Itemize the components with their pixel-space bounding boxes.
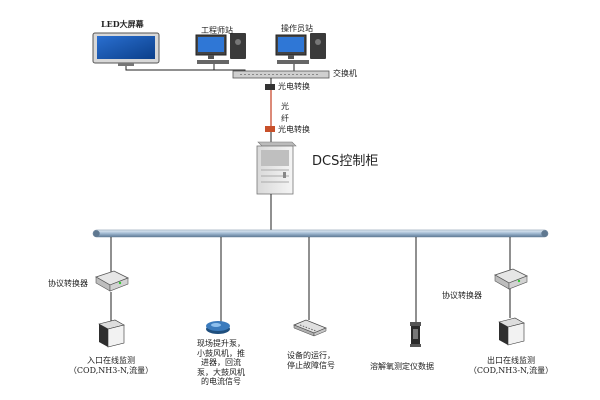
outlet-monitor-label: 出口在线监测 （COD,NH3-N,流量） (468, 356, 554, 375)
fiber-label: 光 纤 (281, 102, 289, 123)
do-analyzer-icon (410, 322, 421, 347)
outlet-monitor-icon (498, 317, 525, 346)
led-screen-label: LED大屏幕 (101, 19, 144, 29)
protocol-converter-left-icon (95, 270, 129, 292)
protocol-converter-left-label: 协议转换器 (48, 279, 88, 288)
operator-station-label: 操作员站 (281, 24, 313, 33)
inlet-monitor-icon (98, 319, 125, 348)
engineer-station-icon (195, 33, 246, 64)
bus-drops (110, 237, 511, 322)
protocol-converter-right-label: 协议转换器 (442, 291, 482, 300)
equipment-status-label: 设备的运行， 停止故障信号 (287, 351, 335, 370)
switch-label: 交换机 (333, 69, 357, 78)
dcs-cabinet-icon (256, 141, 297, 195)
do-analyzer-label: 溶解氧测定仪数据 (370, 362, 434, 371)
field-equipment-label: 现场提升泵， 小鼓风机，推 进器，回流 泵，大鼓风机 的电流信号 (197, 339, 245, 387)
led-screen-icon (92, 32, 160, 66)
field-bus (92, 229, 549, 238)
operator-station-icon (275, 33, 326, 64)
inlet-monitor-label: 入口在线监测 （COD,NH3-N,流量） (68, 356, 154, 375)
protocol-converter-right-icon (494, 268, 528, 290)
engineer-station-label: 工程师站 (201, 26, 233, 35)
fiber-link (265, 78, 275, 142)
optical-converter-top-label: 光电转换 (278, 82, 310, 91)
switch-icon (232, 70, 330, 79)
field-equipment-icon (206, 321, 230, 334)
dcs-cabinet-label: DCS控制柜 (312, 154, 379, 169)
optical-converter-bottom-label: 光电转换 (278, 125, 310, 134)
equipment-status-device-icon (293, 319, 327, 337)
